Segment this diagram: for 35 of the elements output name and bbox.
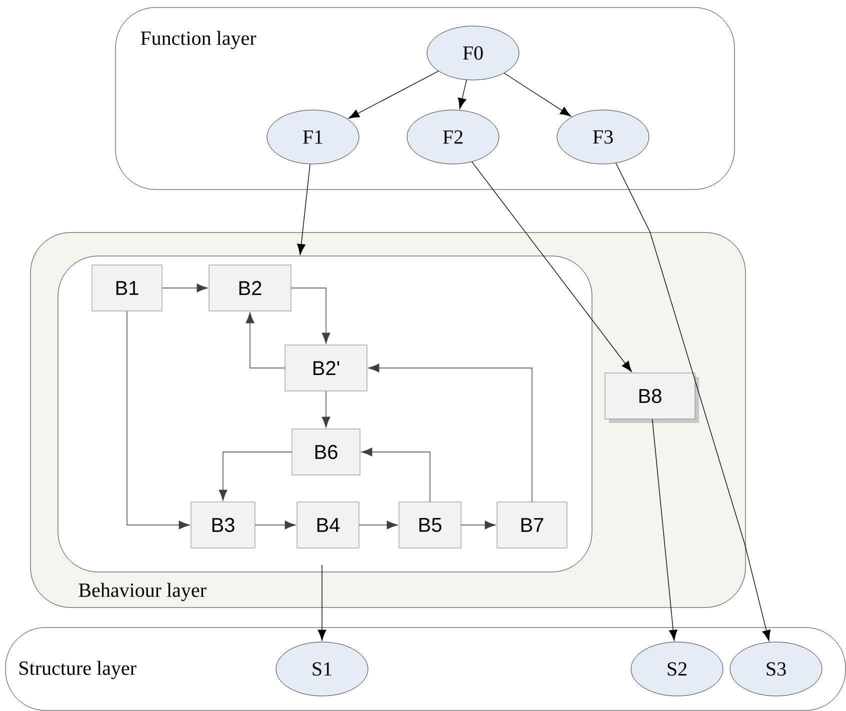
arrow	[652, 418, 678, 641]
arrow	[504, 72, 572, 116]
process-box: B4	[296, 502, 360, 548]
process-box: B2'	[284, 344, 368, 392]
process-box: B7	[496, 502, 568, 548]
process-box: B5	[398, 502, 462, 548]
arrow	[126, 310, 190, 530]
ellipse-node: S1	[276, 642, 368, 696]
process-box: B3	[190, 502, 256, 548]
process-box: B6	[292, 428, 360, 476]
ellipse-node: F1	[266, 110, 360, 164]
arrow	[361, 448, 430, 502]
process-box: B2	[208, 264, 292, 312]
arrow	[318, 564, 326, 641]
arrow	[290, 288, 330, 344]
arrow	[218, 452, 292, 501]
arrow	[348, 70, 439, 119]
ellipse-node: S2	[630, 642, 724, 696]
process-box: B1	[92, 264, 162, 312]
arrow	[162, 284, 208, 292]
ellipse-node: F2	[406, 110, 500, 164]
arrow	[458, 80, 467, 109]
ellipse-node: F0	[426, 26, 520, 80]
arrow	[368, 364, 532, 502]
arrow	[254, 520, 296, 530]
arrow	[297, 164, 310, 255]
arrow	[460, 520, 496, 530]
ellipse-node: F3	[556, 110, 650, 164]
arrow	[322, 390, 330, 428]
arrow	[472, 161, 632, 372]
arrow	[616, 162, 771, 642]
arrow	[246, 312, 286, 368]
arrow	[358, 520, 398, 530]
ellipse-node: S3	[730, 642, 822, 696]
process-box: B8	[604, 372, 699, 423]
